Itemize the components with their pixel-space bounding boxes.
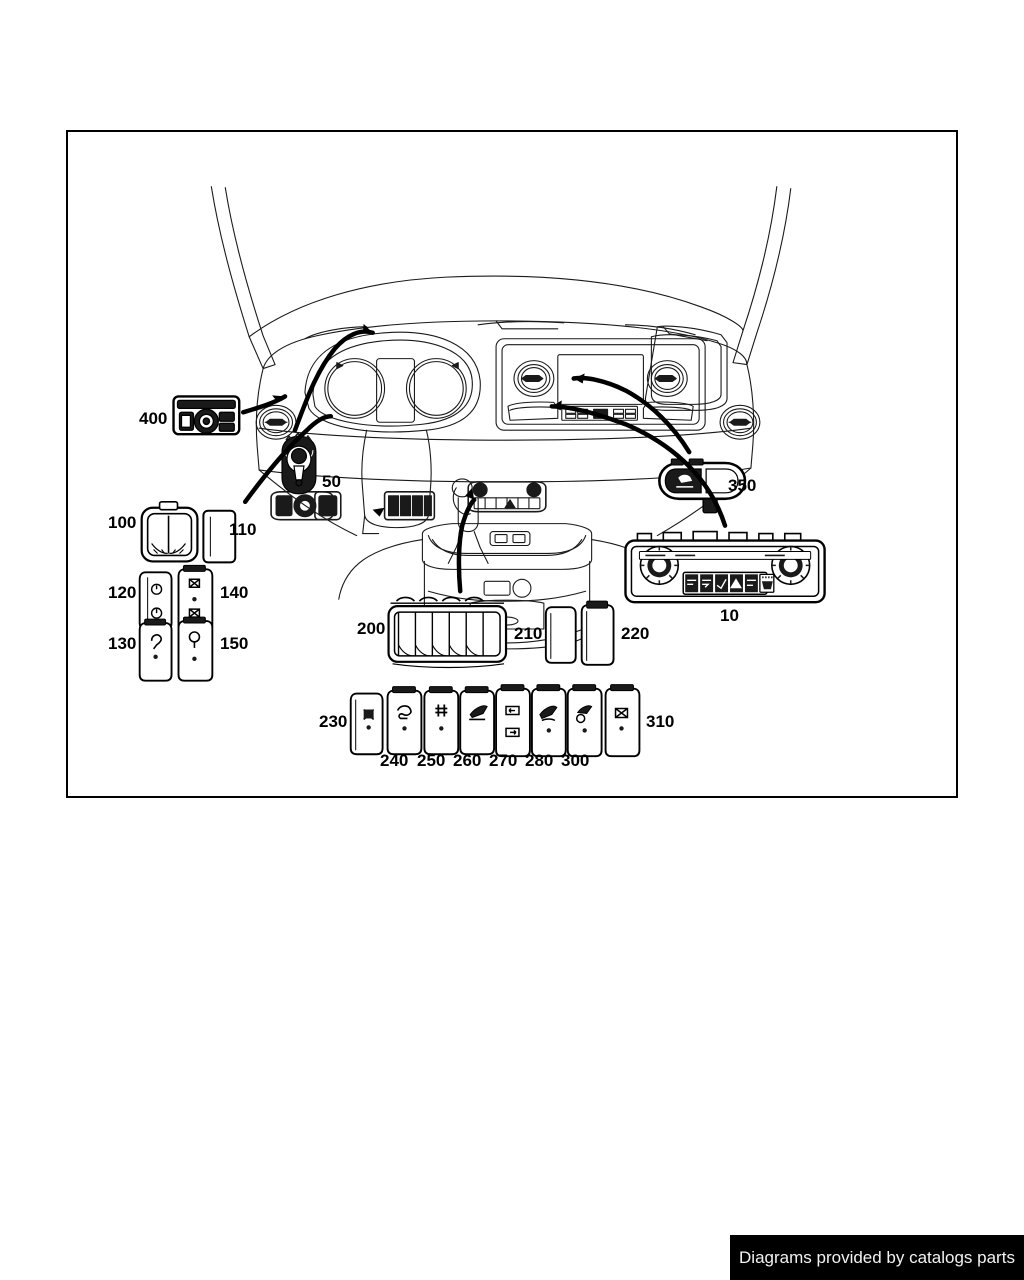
part-130-rocker-switch <box>138 618 173 682</box>
dash-switch-panel-centre <box>383 491 436 521</box>
leader-lines <box>240 323 728 594</box>
callout-270: 270 <box>489 751 518 770</box>
a-pillar-left <box>210 186 276 370</box>
callout-200: 200 <box>357 619 386 638</box>
steering-column-shroud <box>361 429 432 535</box>
watermark-text: Diagrams provided by catalogs parts <box>739 1247 1015 1267</box>
part-310-rocker-switch <box>604 684 641 758</box>
callout-120: 120 <box>108 583 137 602</box>
callout-250: 250 <box>417 751 446 770</box>
part-210-blank-cover <box>544 606 577 664</box>
part-150-rocker-switch <box>177 616 214 682</box>
callout-310: 310 <box>646 712 675 731</box>
part-400-headlamp-control-panel <box>172 395 241 436</box>
part-240-rocker-switch <box>386 686 423 756</box>
callout-130: 130 <box>108 634 137 653</box>
callout-150: 150 <box>220 634 249 653</box>
part-200-switch-carrier <box>387 596 508 669</box>
dash-upper-edge <box>248 275 744 338</box>
callout-140: 140 <box>220 583 249 602</box>
callout-10: 10 <box>720 606 739 625</box>
callout-300: 300 <box>561 751 590 770</box>
part-50-ignition-lock <box>281 431 317 495</box>
part-280-rocker-switch <box>530 684 567 758</box>
callout-280: 280 <box>525 751 554 770</box>
callout-110: 110 <box>229 520 257 539</box>
diagram-frame: 400 50 100 110 120 140 130 150 200 210 2… <box>66 130 958 798</box>
watermark-banner: Diagrams provided by catalogs parts <box>730 1235 1024 1280</box>
air-vent-left <box>255 404 297 440</box>
upper-storage-trays <box>304 320 708 342</box>
air-vent-right <box>719 404 761 440</box>
parts-diagram-illustration <box>138 186 826 758</box>
part-140-rocker-switch <box>177 564 214 632</box>
part-250-rocker-switch <box>423 686 460 756</box>
part-10-climate-control-unit <box>624 530 826 604</box>
callout-220: 220 <box>621 624 650 643</box>
console-switch-strip <box>467 481 547 513</box>
callout-240: 240 <box>380 751 409 770</box>
dash-switch-panel-left-2 <box>314 491 342 521</box>
callout-100: 100 <box>108 513 137 532</box>
part-110-blank-cover <box>202 509 237 564</box>
part-100-double-window-switch <box>140 500 199 563</box>
callout-230: 230 <box>319 712 348 731</box>
part-260-rocker-switch <box>459 686 496 756</box>
callout-400: 400 <box>139 409 168 428</box>
part-270-rocker-switch <box>495 684 531 758</box>
part-220-blank-cover <box>580 600 615 666</box>
callout-210: 210 <box>514 624 543 643</box>
callout-50: 50 <box>322 472 341 491</box>
callout-350: 350 <box>728 476 757 495</box>
a-pillar-right <box>732 186 792 366</box>
part-120-rocker-switch <box>138 571 173 630</box>
part-300-rocker-switch <box>566 684 603 758</box>
part-230-rocker-switch <box>349 692 384 756</box>
callout-260: 260 <box>453 751 482 770</box>
